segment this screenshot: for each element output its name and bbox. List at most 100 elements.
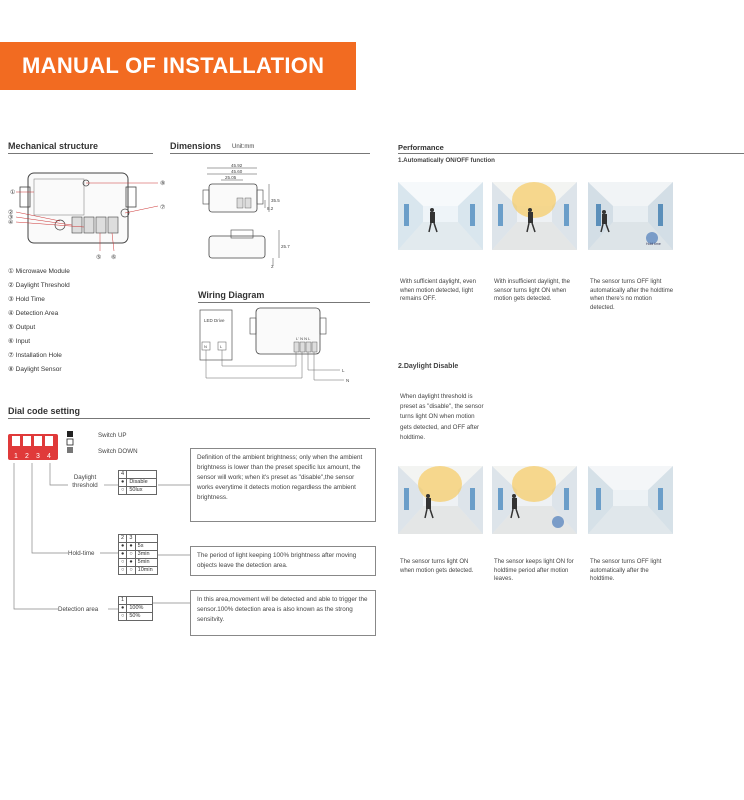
- table-cell: ●: [117, 604, 128, 613]
- dim-value: 2: [271, 264, 274, 269]
- mechanical-legend: ① Microwave Module ② Daylight Threshold …: [8, 265, 70, 377]
- table-cell: 5s: [134, 542, 158, 551]
- table-row: ●Disable: [117, 478, 158, 487]
- table-cell: ●: [117, 542, 128, 551]
- legend-item: ⑤ Output: [8, 324, 36, 331]
- table-cell: ○: [117, 612, 128, 621]
- table-cell: [126, 596, 154, 605]
- table-cell: ●: [126, 542, 136, 551]
- table-row: ○50%: [117, 612, 154, 621]
- table-row: 4: [117, 470, 158, 479]
- daylight-threshold-label: Daylight threshold: [72, 474, 98, 490]
- switch-number: 2: [25, 453, 29, 460]
- driver-l: L: [220, 344, 223, 349]
- callout-6: ⑥: [111, 254, 116, 261]
- dial-title: Dial code setting: [8, 406, 81, 416]
- table-cell: 50lux: [126, 486, 158, 495]
- holdtime-label: Hold-time: [68, 550, 95, 557]
- switch-down-label: Switch DOWN: [98, 448, 138, 455]
- corridor-photo-daylight: [398, 182, 483, 250]
- callout-4: ④: [8, 219, 13, 226]
- table-cell: 3: [126, 534, 136, 543]
- dim-value: 25.05: [225, 175, 237, 180]
- corridor-photo-light-off: Hold time: [588, 182, 673, 250]
- corridor-photo-hold: [492, 466, 577, 534]
- terminal-labels: L' N N L: [296, 336, 311, 341]
- table-cell: ○: [117, 558, 128, 567]
- callout-3: ③: [8, 214, 13, 221]
- dimensions-rule: [170, 153, 370, 154]
- switch-number: 4: [47, 453, 51, 460]
- table-cell: ○: [126, 550, 136, 559]
- dimensions-unit: Unit:mm: [232, 144, 255, 150]
- table-cell: 4: [117, 470, 128, 479]
- caption: The sensor turns OFF light automatically…: [590, 279, 674, 312]
- table-cell: 5min: [134, 558, 158, 567]
- performance-title: Performance: [398, 143, 444, 152]
- callout-1: ①: [10, 189, 15, 196]
- caption: With sufficient daylight, even when moti…: [400, 279, 476, 303]
- table-row: ●100%: [117, 604, 154, 613]
- switch-number: 1: [14, 453, 18, 460]
- table-row: ●○3min: [117, 550, 158, 559]
- dim-value: 45.92: [231, 163, 243, 168]
- detection-area-label: Detection area: [58, 606, 99, 613]
- performance-rule: [398, 153, 744, 154]
- callout-5: ⑤: [96, 254, 101, 261]
- line-l: L: [342, 368, 345, 373]
- switch-number: 3: [36, 453, 40, 460]
- driver-label: LED Drive: [204, 318, 225, 323]
- detection-options-table: 1 ●100% ○50%: [117, 596, 154, 621]
- mechanical-drawing: ① ② ③ ④ ⑤ ⑥ ⑦ ⑧: [8, 172, 165, 261]
- table-cell: ●: [126, 558, 136, 567]
- table-row: ○○10min: [117, 566, 158, 575]
- driver-n: N: [204, 344, 207, 349]
- table-cell: 2: [117, 534, 128, 543]
- legend-item: ③ Hold Time: [8, 296, 45, 303]
- legend-item: ② Daylight Threshold: [8, 282, 70, 289]
- daylight-disable-text: When daylight threshold is preset as "di…: [400, 393, 484, 441]
- hold-time-badge: Hold time: [646, 242, 661, 246]
- table-row: ○●5min: [117, 558, 158, 567]
- wiring-rule: [198, 302, 370, 303]
- mechanical-rule: [8, 153, 153, 154]
- caption: The sensor turns OFF light automatically…: [590, 559, 662, 583]
- holdtime-description: The period of light keeping 100% brightn…: [190, 546, 376, 576]
- daylight-description: Definition of the ambient brightness; on…: [190, 448, 376, 522]
- dim-value: 8.2: [267, 206, 274, 211]
- manual-banner: MANUAL OF INSTALLATION: [0, 42, 356, 90]
- legend-item: ① Microwave Module: [8, 268, 70, 275]
- callout-8: ⑧: [160, 180, 165, 187]
- corridor-photo-off: [588, 466, 673, 534]
- corridor-photo-on: [398, 466, 483, 534]
- line-n: N: [346, 378, 349, 383]
- legend-item: ⑦ Installation Hole: [8, 352, 62, 359]
- dimensions-title: Dimensions: [170, 141, 222, 151]
- table-cell: ○: [126, 566, 136, 575]
- performance-subtitle-2: 2.Daylight Disable: [398, 363, 459, 370]
- caption: The sensor turns light ON when motion ge…: [400, 559, 474, 574]
- callout-7: ⑦: [160, 204, 165, 211]
- table-row: ●●5s: [117, 542, 158, 551]
- table-cell: ○: [117, 566, 128, 575]
- legend-item: ⑧ Daylight Sensor: [8, 366, 62, 373]
- banner-title: MANUAL OF INSTALLATION: [22, 53, 325, 78]
- table-row: ○50lux: [117, 486, 158, 495]
- table-cell: Disable: [126, 478, 158, 487]
- detection-description: In this area,movement will be detected a…: [190, 590, 376, 636]
- wiring-title: Wiring Diagram: [198, 290, 265, 300]
- switch-up-label: Switch UP: [98, 432, 127, 439]
- corridor-photo-light-on: [492, 182, 577, 250]
- table-cell: 50%: [126, 612, 154, 621]
- table-cell: ●: [117, 550, 128, 559]
- table-cell: ●: [117, 478, 128, 487]
- performance-subtitle-1: 1.Automatically ON/OFF function: [398, 157, 495, 164]
- dial-connector-lines: [13, 463, 190, 610]
- table-cell: 100%: [126, 604, 154, 613]
- dip-switch: 1 2 3 4: [8, 434, 58, 460]
- dial-rule: [8, 418, 370, 419]
- table-cell: [126, 470, 158, 479]
- dimensions-drawing: 45.92 45.60 25.05 35.5 8.2 25.7 2: [202, 163, 290, 269]
